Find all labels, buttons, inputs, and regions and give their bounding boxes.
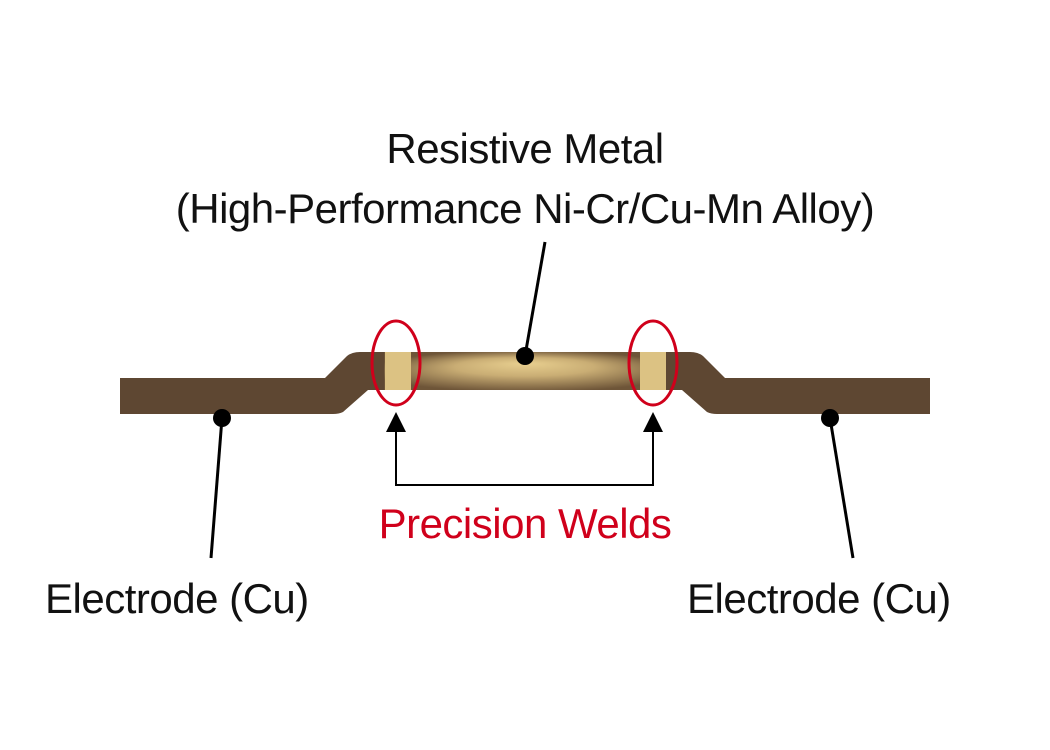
dot-electrode-left: [213, 409, 231, 427]
weld-left: [385, 352, 411, 390]
weld-bracket: [395, 428, 654, 486]
dot-resistive: [516, 347, 534, 365]
dot-electrode-right: [821, 409, 839, 427]
arrow-head-right: [643, 412, 663, 432]
leader-resistive: [523, 241, 547, 357]
electrode-left-label: Electrode (Cu): [45, 575, 309, 622]
leader-electrode-right: [828, 417, 855, 559]
electrode-left: [120, 352, 400, 414]
electrode-right: [650, 352, 930, 414]
leader-electrode-left: [209, 417, 224, 559]
resistive-metal-subtitle: (High-Performance Ni-Cr/Cu-Mn Alloy): [175, 185, 875, 232]
precision-welds-label: Precision Welds: [378, 500, 672, 547]
weld-highlight-left: [370, 319, 422, 407]
weld-highlight-right: [627, 319, 679, 407]
electrode-right-label: Electrode (Cu): [687, 575, 951, 622]
arrow-head-left: [386, 412, 406, 432]
weld-right: [640, 352, 666, 390]
resistive-metal-title: Resistive Metal: [386, 125, 664, 172]
